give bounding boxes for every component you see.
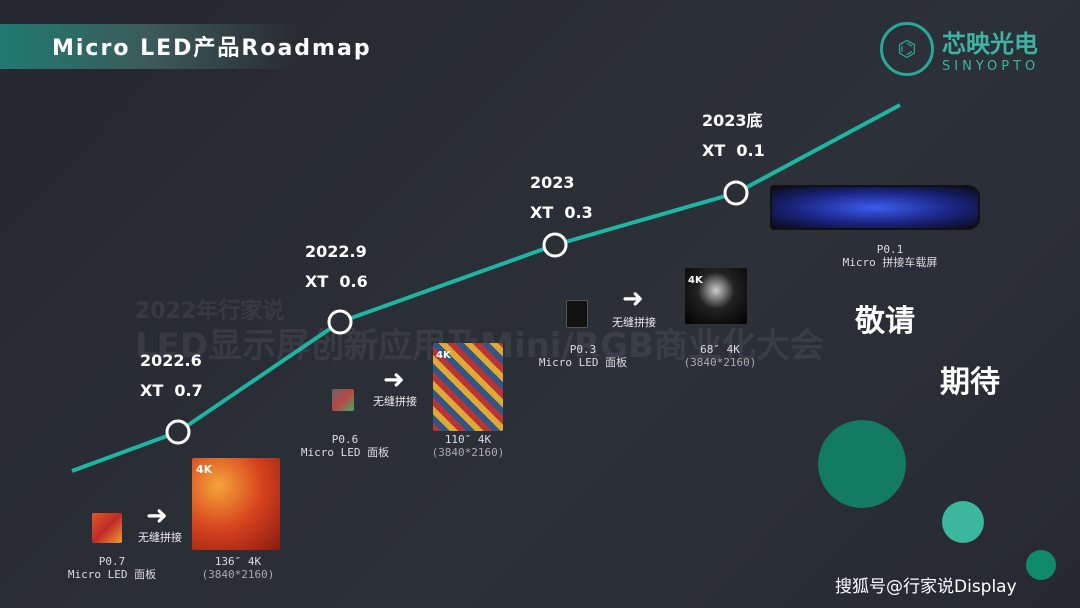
large-screen-image: 4K <box>685 268 747 324</box>
title-banner <box>0 24 300 69</box>
milestone-node <box>723 180 749 206</box>
logo-cn: 芯映光电 <box>942 30 1038 58</box>
decor-circle-large <box>818 420 906 508</box>
arrow-right-icon: ➜ <box>383 365 405 395</box>
milestone-node <box>327 309 353 335</box>
small-panel-image <box>332 389 354 411</box>
small-panel-image <box>92 513 122 543</box>
milestone-node <box>165 419 191 445</box>
page-title: Micro LED产品Roadmap <box>52 36 372 61</box>
seam-label: 无缝拼接 <box>373 395 417 408</box>
milestone-node <box>542 232 568 258</box>
arrow-right-icon: ➜ <box>622 284 644 314</box>
brand-logo: ⌬ 芯映光电 SINYOPTO <box>880 22 1039 76</box>
seam-label: 无缝拼接 <box>612 316 656 329</box>
teaser-line2: 期待 <box>940 365 1000 400</box>
small-panel-image <box>566 300 588 328</box>
screen-label: 110″ 4K(3840*2160) <box>431 433 505 459</box>
circuit-logo-icon: ⌬ <box>880 22 934 76</box>
source-credit: 搜狐号@行家说Display <box>835 577 1017 597</box>
logo-en: SINYOPTO <box>942 59 1040 74</box>
screen-label: 68″ 4K(3840*2160) <box>683 343 757 369</box>
large-screen-image: 4K <box>192 458 280 550</box>
screen-label: 136″ 4K(3840*2160) <box>201 555 275 581</box>
large-screen-image: 4K <box>433 343 503 431</box>
decor-circle-medium <box>942 501 984 543</box>
car-display-image <box>770 185 980 230</box>
watermark-line1: 2022年行家说 <box>135 299 285 324</box>
decor-circle-small <box>1026 550 1056 580</box>
teaser-line1: 敬请 <box>855 304 915 339</box>
arrow-right-icon: ➜ <box>146 501 168 531</box>
seam-label: 无缝拼接 <box>138 531 182 544</box>
